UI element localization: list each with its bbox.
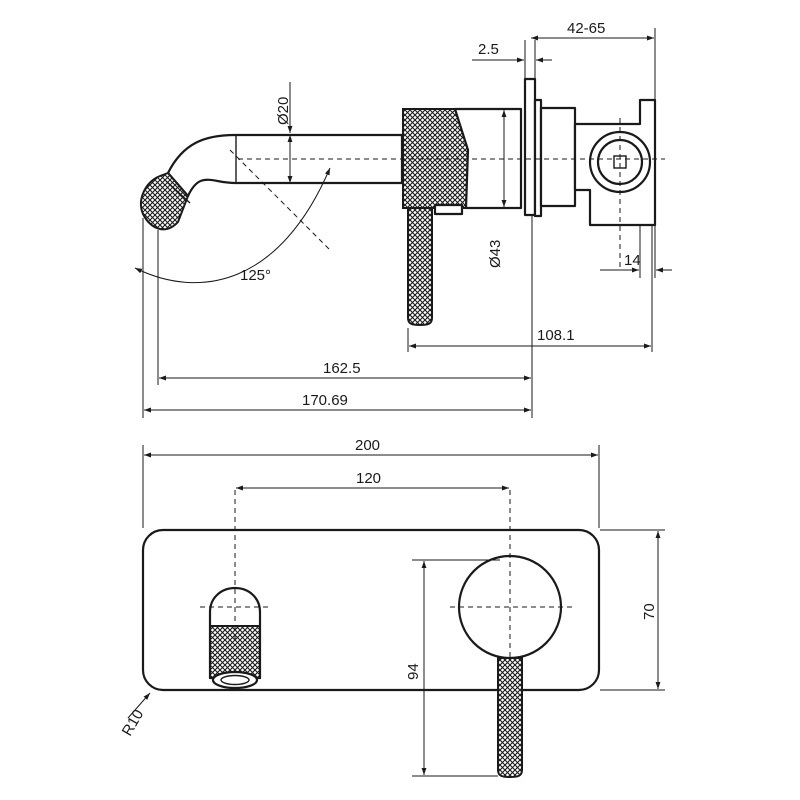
handle-lever [407,207,433,327]
label-diam43: Ø43 [487,240,504,268]
label-170-69: 170.69 [302,392,348,409]
aerator-front [211,670,259,690]
handle-cap [433,203,464,216]
label-200: 200 [355,437,380,454]
label-diam20: Ø20 [275,97,292,125]
label-162-5: 162.5 [323,360,361,377]
spout-body [166,133,404,198]
valve-body [539,106,577,208]
label-42-65: 42-65 [567,20,605,37]
side-view: Ø20 2.5 42-65 Ø43 14 125° 108.1 162.5 [134,20,672,418]
label-94: 94 [405,663,422,680]
label-108-1: 108.1 [537,327,575,344]
label-14: 14 [624,252,641,269]
label-2-5: 2.5 [478,41,499,58]
front-view: 200 120 70 94 R10 [119,437,665,779]
handle-front-lever [497,657,523,779]
label-angle125: 125° [240,267,271,284]
spout-front-knurled [209,625,261,679]
label-70: 70 [641,603,658,620]
label-120: 120 [356,470,381,487]
wall-plate [523,77,537,217]
label-r10: R10 [119,707,147,739]
